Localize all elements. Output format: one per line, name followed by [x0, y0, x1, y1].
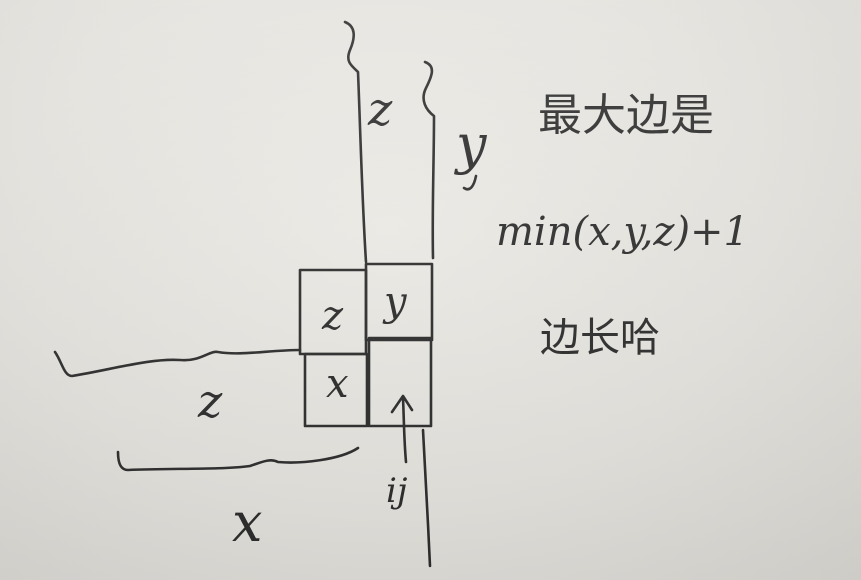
label-z-top: z	[368, 82, 393, 136]
x-horizontal-bracket	[116, 446, 360, 472]
label-x-cell: x	[326, 361, 349, 407]
cell-ij	[367, 336, 433, 428]
cell-y	[364, 262, 434, 342]
label-x-bottom: x	[232, 491, 263, 554]
note-formula: min(x,y,z)+1	[496, 209, 750, 255]
z-horizontal-bracket	[53, 348, 302, 378]
label-z-cell: z	[322, 293, 344, 339]
ij-lead-line	[421, 428, 432, 568]
note-max-side: 最大边是	[538, 90, 714, 141]
cell-x	[303, 352, 369, 428]
label-y-top: y	[456, 113, 487, 176]
ij-arrow	[390, 394, 414, 464]
label-ij: ij	[386, 471, 408, 511]
z-vertical-bracket	[343, 20, 368, 264]
label-z-left: z	[198, 374, 223, 428]
y-side-bracket	[462, 174, 478, 191]
y-vertical-bracket	[422, 60, 436, 260]
note-side-length: 边长哈	[540, 315, 660, 361]
label-y-cell: y	[384, 279, 407, 325]
